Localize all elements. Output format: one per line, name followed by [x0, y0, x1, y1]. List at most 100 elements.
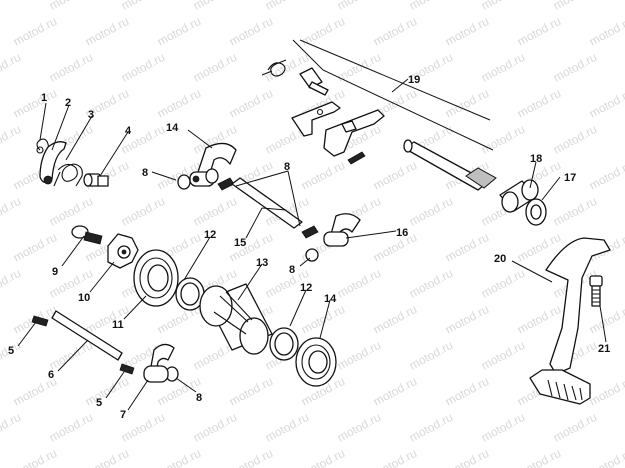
watermark-text: motod.ru — [47, 410, 95, 445]
watermark-text: motod.ru — [155, 14, 203, 49]
part-13-shift-drum — [199, 283, 273, 355]
watermark-text: motod.ru — [551, 122, 599, 157]
watermark-text: motod.ru — [407, 0, 455, 13]
part-9-bolt — [71, 225, 103, 245]
watermark-text: motod.ru — [191, 50, 239, 85]
watermark-text: motod.ru — [443, 230, 491, 265]
callout-14a: 14 — [166, 122, 179, 134]
callout-2: 2 — [65, 97, 71, 109]
part-8-rollers — [165, 168, 319, 382]
watermark-text: motod.ru — [299, 446, 347, 468]
watermark-text: motod.ru — [407, 266, 455, 301]
part-7-shift-fork — [143, 343, 175, 383]
watermark-text: motod.ru — [0, 50, 23, 85]
watermark-text: motod.ru — [587, 374, 625, 409]
watermark-text: motod.ru — [371, 374, 419, 409]
watermark-text: motod.ru — [371, 158, 419, 193]
watermark-text: motod.ru — [83, 446, 131, 468]
watermark-text: motod.ru — [587, 446, 625, 468]
part-3-spring — [53, 163, 83, 187]
callout-19: 19 — [408, 74, 420, 86]
watermark-text: motod.ru — [335, 266, 383, 301]
callout-labels: 1 2 3 4 5 5 6 7 8 8 8 8 9 10 11 12 12 13… — [8, 74, 610, 421]
watermark-text: motod.ru — [587, 158, 625, 193]
part-20-shift-pedal — [529, 237, 611, 405]
watermark-text: motod.ru — [479, 50, 527, 85]
leader-lines — [17, 78, 607, 411]
watermark-text: motod.ru — [335, 0, 383, 13]
part-10-shift-cam — [107, 233, 139, 269]
watermark-text: motod.ru — [119, 194, 167, 229]
part-14-shift-fork-upper — [189, 142, 237, 187]
watermark-text: motod.ru — [443, 14, 491, 49]
watermark-text: motod.ru — [551, 0, 599, 13]
callout-5b: 5 — [96, 397, 102, 409]
watermark-text: motod.ru — [371, 302, 419, 337]
part-17-oil-seal — [525, 198, 547, 226]
watermark-text: motod.ru — [587, 86, 625, 121]
callout-15: 15 — [234, 237, 246, 249]
watermark-text: motod.ru — [335, 338, 383, 373]
watermark-text: motod.ru — [479, 410, 527, 445]
watermark-text: motod.ru — [587, 14, 625, 49]
watermark-text: motod.ru — [119, 50, 167, 85]
watermark-text: motod.ru — [47, 194, 95, 229]
watermark-text: motod.ru — [551, 194, 599, 229]
callout-20: 20 — [494, 253, 506, 265]
watermark-text: motod.ru — [227, 374, 275, 409]
watermark-text: motod.ru — [407, 338, 455, 373]
watermark-text: motod.ru — [11, 230, 59, 265]
callout-3: 3 — [88, 109, 94, 121]
part-15-fork-shaft — [217, 177, 319, 239]
watermark-text: motod.ru — [155, 446, 203, 468]
watermark-text: motod.ru — [119, 0, 167, 13]
callout-18: 18 — [530, 153, 542, 165]
watermark-text: motod.ru — [227, 14, 275, 49]
watermark-text: motod.ru — [0, 122, 23, 157]
part-4-bolt — [83, 173, 109, 187]
watermark-text: motod.ru — [479, 266, 527, 301]
callout-21: 21 — [598, 343, 610, 355]
callout-11: 11 — [112, 319, 124, 331]
callout-8b: 8 — [284, 161, 290, 173]
watermark-text: motod.ru — [299, 302, 347, 337]
watermark-text: motod.ru — [263, 0, 311, 13]
callout-17: 17 — [564, 172, 576, 184]
part-12-washers — [175, 277, 299, 361]
callout-16: 16 — [396, 227, 408, 239]
watermark-text: motod.ru — [371, 14, 419, 49]
part-16-shift-fork — [323, 213, 361, 247]
callout-7: 7 — [120, 409, 126, 421]
watermark-text: motod.ru — [155, 86, 203, 121]
watermark-text: motod.ru — [515, 446, 563, 468]
watermark-text: motod.ru — [299, 14, 347, 49]
watermark-text: motod.ru — [479, 338, 527, 373]
watermark-text: motod.ru — [587, 302, 625, 337]
watermark-text: motod.ru — [0, 266, 23, 301]
callout-5a: 5 — [8, 345, 14, 357]
callout-10: 10 — [78, 292, 90, 304]
callout-12a: 12 — [204, 229, 216, 241]
watermark-text: motod.ru — [299, 158, 347, 193]
watermark-text: motod.ru — [191, 410, 239, 445]
watermark-text: motod.ru — [443, 446, 491, 468]
watermark-text: motod.ru — [515, 86, 563, 121]
part-18-needle-bearing — [499, 179, 539, 213]
watermark-text: motod.ru — [515, 14, 563, 49]
callout-8a: 8 — [142, 167, 148, 179]
watermark-text: motod.ru — [47, 50, 95, 85]
callout-8c: 8 — [289, 264, 295, 276]
watermark-text: motod.ru — [83, 14, 131, 49]
watermark-text: motod.ru — [335, 410, 383, 445]
callout-8d: 8 — [196, 392, 202, 404]
watermark-text: motod.ru — [191, 194, 239, 229]
watermark-text: motod.ru — [11, 86, 59, 121]
part-11-bearing — [133, 249, 179, 307]
watermark-text: motod.ru — [11, 14, 59, 49]
watermark-text: motod.ru — [47, 338, 95, 373]
part-6-shaft — [51, 310, 123, 361]
callout-13: 13 — [256, 257, 268, 269]
callout-12b: 12 — [300, 282, 312, 294]
part-2-lever — [39, 141, 67, 185]
